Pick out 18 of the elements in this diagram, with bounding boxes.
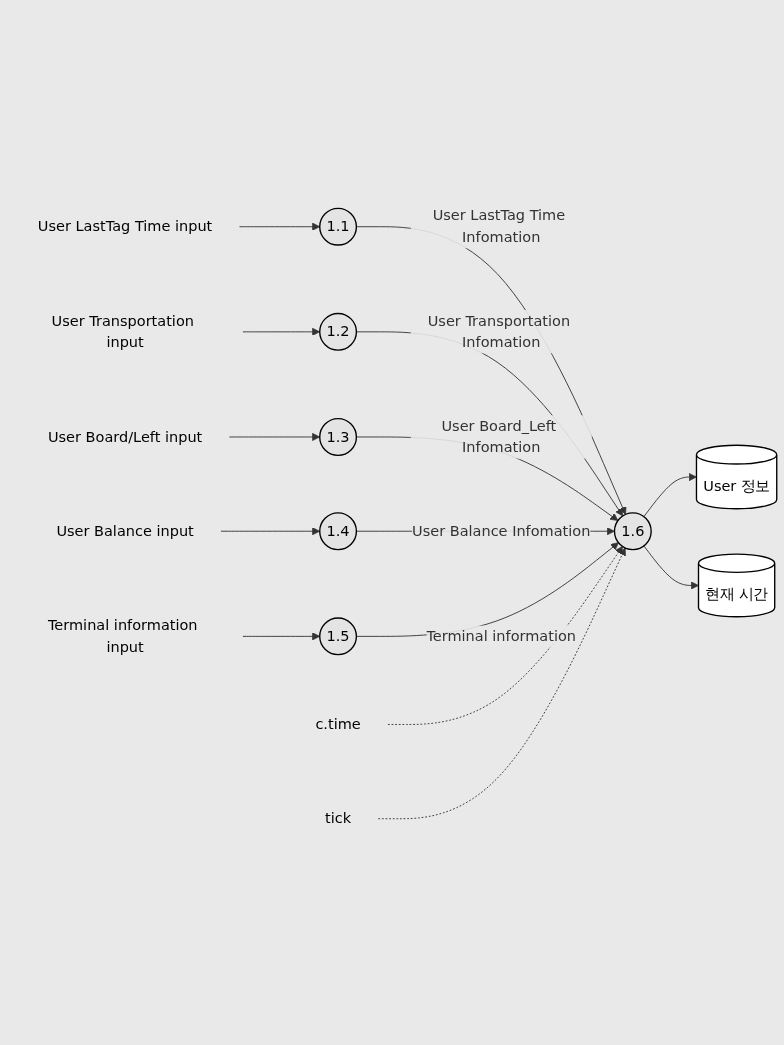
edge-label: User Balance Infomation: [412, 521, 591, 540]
edge-label: User Transportation Infomation: [427, 311, 571, 351]
node-text: Terminal information input: [47, 616, 198, 656]
edge-label: User LastTag Time Infomation: [432, 206, 566, 246]
node-text: c.time: [315, 715, 361, 733]
node-text: tick: [325, 809, 352, 827]
node-circle: 1.4: [319, 512, 358, 550]
edge-label: User Board_Left Infomation: [441, 416, 557, 456]
node-text: User Transportation input: [51, 311, 194, 351]
node-text: User Board/Left input: [47, 427, 203, 445]
node-circle: 1.2: [319, 312, 358, 351]
node-circle: 1.1: [319, 207, 358, 246]
node-text: User LastTag Time input: [37, 217, 213, 235]
edge-label: Terminal information: [426, 627, 577, 645]
node-circle: 1.6: [613, 512, 652, 550]
node-text: User Balance input: [56, 521, 194, 540]
node-circle: 1.5: [319, 617, 358, 656]
node-circle: 1.3: [319, 417, 358, 456]
